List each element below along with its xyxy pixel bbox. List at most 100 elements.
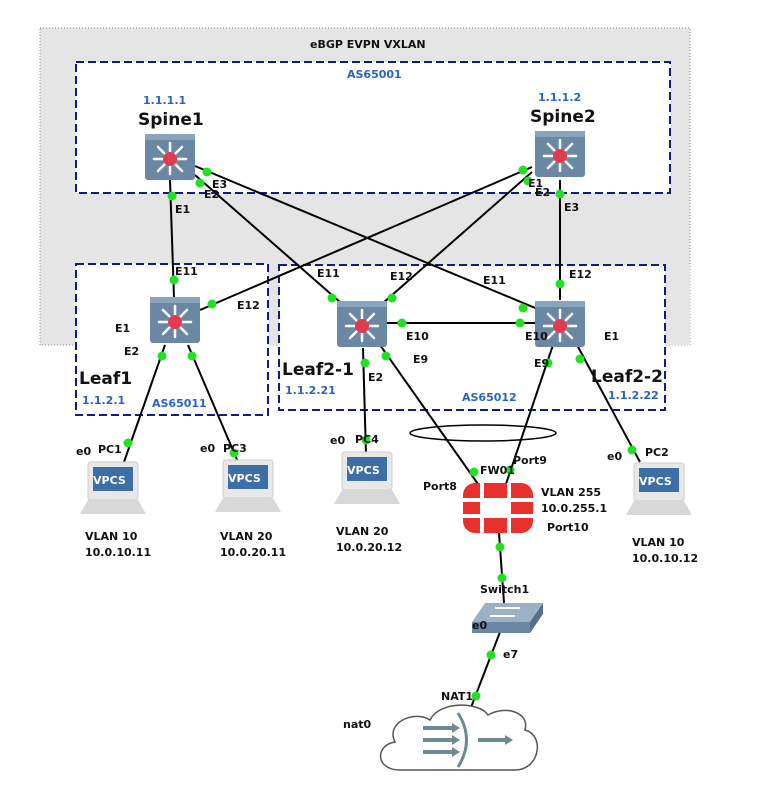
l3-switch-icon[interactable]	[533, 129, 587, 179]
pc1-port: e0	[76, 445, 91, 458]
svg-text:VPCS: VPCS	[93, 474, 126, 487]
node-pc3[interactable]: VPCS e0 PC3 VLAN 20 10.0.20.11	[200, 442, 286, 559]
pc4-vlan: VLAN 20	[336, 525, 389, 538]
link-spine1-leaf21	[194, 174, 341, 303]
as-label-leaf2: AS65012	[462, 391, 517, 404]
node-pc4[interactable]: VPCS e0 PC4 VLAN 20 10.0.20.12	[330, 433, 402, 554]
leaf22-ip: 1.1.2.22	[608, 389, 659, 402]
as-label-spine: AS65001	[347, 68, 402, 81]
svg-text:E12: E12	[390, 270, 413, 283]
spine1-ip: 1.1.1.1	[143, 94, 186, 107]
pc2-vlan: VLAN 10	[632, 536, 685, 549]
link-leaf22-pc2	[576, 344, 641, 463]
l3-switch-icon[interactable]	[143, 132, 197, 182]
fw-ip: 10.0.255.1	[541, 502, 607, 515]
pc2-name: PC2	[645, 446, 669, 459]
spine1-name: Spine1	[138, 110, 204, 130]
node-pc1[interactable]: VPCS e0 PC1 VLAN 10 10.0.10.11	[76, 443, 151, 559]
svg-text:E2: E2	[124, 345, 139, 358]
switch1-name: Switch1	[480, 583, 529, 596]
pc2-port: e0	[607, 450, 622, 463]
l3-switch-icon[interactable]	[148, 295, 202, 345]
region-title: eBGP EVPN VXLAN	[310, 38, 426, 51]
nat1-name: NAT1	[441, 690, 473, 703]
svg-text:E3: E3	[564, 201, 579, 214]
firewall-icon[interactable]	[463, 483, 533, 533]
svg-text:E12: E12	[569, 268, 592, 281]
leaf1-name: Leaf1	[79, 369, 132, 389]
node-spine2[interactable]: 1.1.1.2 Spine2	[530, 91, 596, 179]
node-fw01[interactable]: FW01 Port8 Port9 VLAN 255 10.0.255.1 Por…	[423, 454, 607, 534]
spine2-name: Spine2	[530, 107, 596, 127]
svg-text:E10: E10	[406, 330, 429, 343]
pc1-name: PC1	[98, 443, 122, 456]
vpcs-laptop-icon[interactable]: VPCS	[214, 459, 282, 513]
leaf1-ip: 1.1.2.1	[82, 394, 125, 407]
switch1-port-e0: e0	[472, 619, 487, 632]
svg-text:E9: E9	[413, 353, 428, 366]
svg-text:E11: E11	[317, 267, 340, 280]
link-spine2-leaf21	[382, 171, 533, 304]
fw-vlan: VLAN 255	[541, 486, 601, 499]
node-nat1[interactable]: NAT1 nat0	[343, 690, 539, 771]
pc4-ip: 10.0.20.12	[336, 541, 402, 554]
node-leaf1[interactable]: Leaf1 1.1.2.1	[79, 295, 202, 407]
port-labels: E1 E2 E3 E1 E2 E3 E11 E12 E1 E2 E11 E12 …	[115, 177, 619, 384]
fw-port9: Port9	[513, 454, 547, 467]
as-box-leaf2-border	[278, 264, 666, 411]
link-leaf22-fw	[505, 344, 554, 485]
node-leaf21[interactable]: Leaf2-1 1.1.2.21	[282, 299, 389, 397]
svg-text:E11: E11	[483, 274, 506, 287]
pc2-ip: 10.0.10.12	[632, 552, 698, 565]
svg-text:E1: E1	[115, 322, 130, 335]
pc3-name: PC3	[223, 442, 247, 455]
svg-text:E3: E3	[212, 178, 227, 191]
vpcs-laptop-icon[interactable]: VPCS	[333, 451, 401, 505]
node-spine1[interactable]: 1.1.1.1 Spine1	[138, 94, 204, 182]
pc3-port: e0	[200, 442, 215, 455]
fw-port10: Port10	[547, 521, 589, 534]
fw-port8: Port8	[423, 480, 457, 493]
pc1-vlan: VLAN 10	[85, 530, 138, 543]
svg-text:E1: E1	[528, 177, 543, 190]
svg-text:E11: E11	[175, 265, 198, 278]
leaf21-name: Leaf2-1	[282, 360, 354, 380]
link-leaf21-fw	[379, 344, 479, 485]
pc1-ip: 10.0.10.11	[85, 546, 151, 559]
pc3-ip: 10.0.20.11	[220, 546, 286, 559]
svg-text:E1: E1	[175, 203, 190, 216]
link-leaf1-pc3	[187, 344, 239, 463]
leaf21-ip: 1.1.2.21	[285, 384, 336, 397]
lag-ellipse	[409, 424, 557, 442]
pc4-port: e0	[330, 434, 345, 447]
nat1-port-nat0: nat0	[343, 718, 372, 731]
svg-text:E2: E2	[535, 186, 550, 199]
links	[123, 165, 641, 711]
svg-text:E1: E1	[604, 330, 619, 343]
svg-text:VPCS: VPCS	[228, 472, 261, 485]
node-pc2[interactable]: VPCS e0 PC2 VLAN 10 10.0.10.12	[607, 446, 698, 565]
port-dots	[123, 165, 637, 701]
pc3-vlan: VLAN 20	[220, 530, 273, 543]
switch1-port-e7: e7	[503, 648, 518, 661]
nat-cloud-icon[interactable]	[379, 704, 539, 771]
svg-text:E9: E9	[534, 357, 549, 370]
svg-text:E12: E12	[237, 299, 260, 312]
pc4-name: PC4	[355, 433, 379, 446]
switch-icon[interactable]	[472, 603, 543, 633]
leaf22-name: Leaf2-2	[591, 367, 663, 387]
l3-switch-icon[interactable]	[335, 299, 389, 349]
as-label-leaf1: AS65011	[152, 397, 207, 410]
spine2-ip: 1.1.1.2	[538, 91, 581, 104]
fw-name: FW01	[480, 464, 515, 477]
node-switch1[interactable]: Switch1 e0 e7	[472, 583, 543, 661]
svg-text:E2: E2	[368, 371, 383, 384]
svg-text:E10: E10	[525, 330, 548, 343]
vpcs-laptop-icon[interactable]: VPCS	[625, 462, 693, 516]
vpcs-laptop-icon[interactable]: VPCS	[79, 461, 147, 515]
node-leaf22[interactable]: Leaf2-2 1.1.2.22	[533, 299, 663, 402]
link-spine2-leaf1	[199, 166, 533, 311]
svg-text:VPCS: VPCS	[347, 464, 380, 477]
svg-text:E2: E2	[204, 188, 219, 201]
